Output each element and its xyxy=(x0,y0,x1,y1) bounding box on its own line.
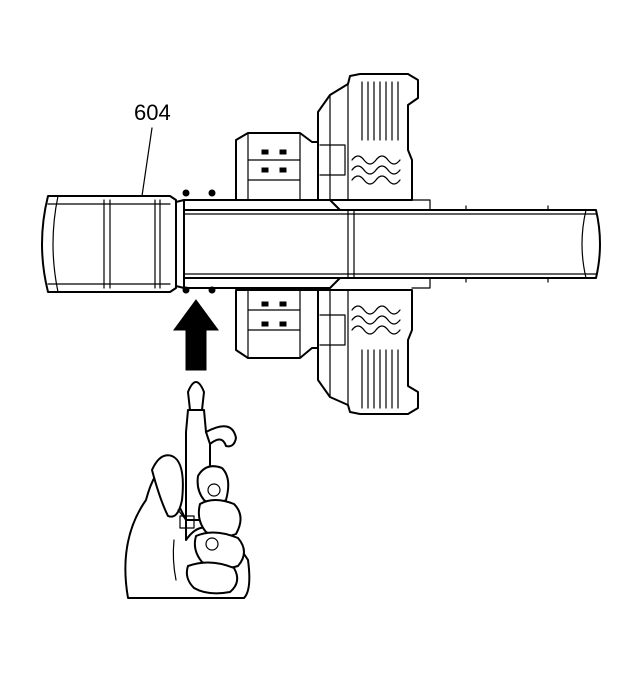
lower-return-springs xyxy=(351,305,401,335)
shaft xyxy=(41,189,601,294)
upper-clutch-plates xyxy=(361,81,399,141)
direction-arrow-up xyxy=(173,299,219,371)
upper-return-springs xyxy=(351,155,401,185)
callout-604: 604 xyxy=(134,100,171,197)
hand-with-air-nozzle xyxy=(124,381,251,599)
clutch-drum-assembly xyxy=(235,73,419,415)
callout-leader-604 xyxy=(141,127,153,197)
callout-label-604: 604 xyxy=(134,100,171,125)
lower-clutch-plates xyxy=(361,349,399,409)
